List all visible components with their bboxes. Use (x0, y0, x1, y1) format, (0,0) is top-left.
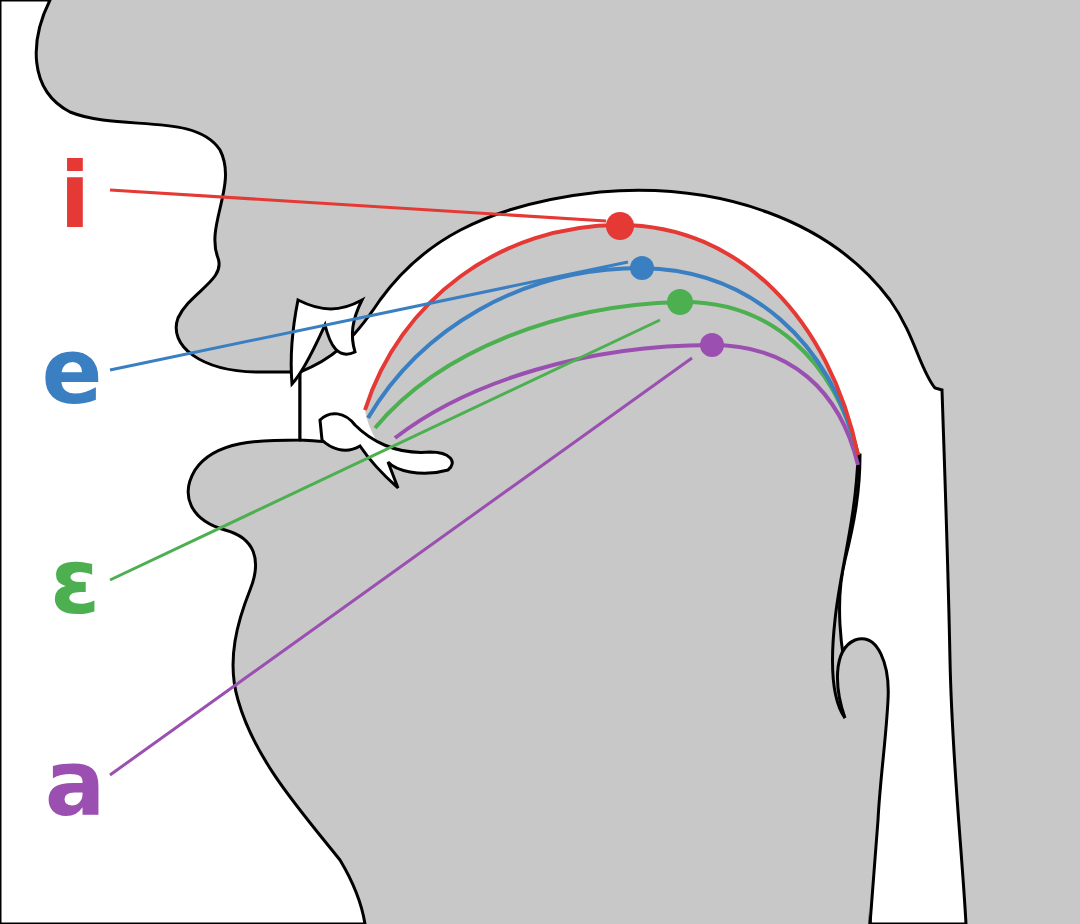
tongue (365, 225, 861, 924)
vocal-tract-air (300, 190, 966, 924)
leader-line (110, 262, 628, 370)
leader-line (110, 190, 606, 221)
vowel-label: i (60, 151, 91, 241)
vowel-label: ɛ (50, 537, 100, 627)
tongue-curve-e (368, 268, 858, 455)
tongue-point (606, 212, 634, 240)
leader-line (110, 320, 660, 580)
tongue-point (700, 333, 724, 357)
tongue-point (667, 289, 693, 315)
leader-line (110, 358, 692, 775)
tongue-curve-i (365, 225, 858, 455)
vowel-label: e (41, 327, 102, 417)
vowel-label: a (45, 739, 106, 829)
face-profile (0, 0, 365, 924)
upper-teeth (291, 300, 362, 384)
tongue-point (630, 256, 654, 280)
epiglottis (837, 639, 888, 924)
